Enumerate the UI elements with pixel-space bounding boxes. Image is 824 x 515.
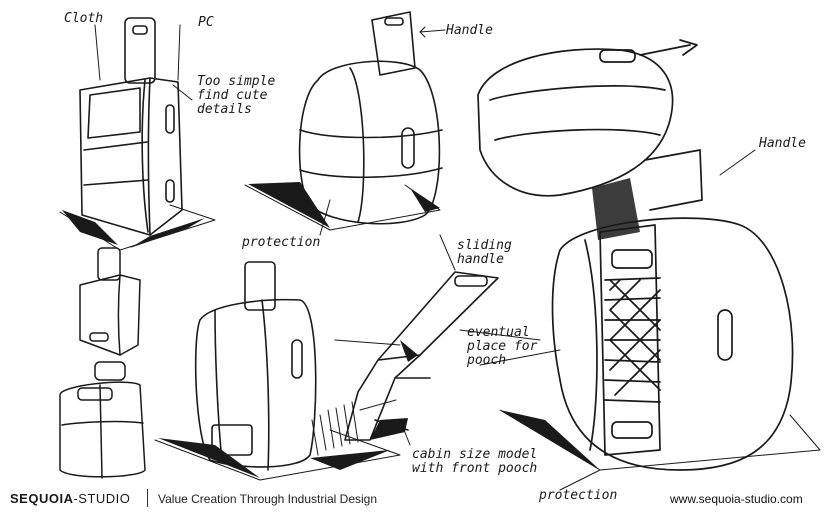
round-bag-open-sketch	[477, 39, 821, 471]
rounded-bag-sketch	[244, 11, 443, 231]
annotation-sliding-handle: sliding handle	[457, 238, 512, 267]
rounded-bag-shadow	[248, 182, 440, 228]
cabin-suitcase-sketch	[154, 261, 401, 481]
annotation-protection-bottom: protection	[539, 488, 618, 503]
small-trolley-sketch	[79, 247, 141, 356]
cabin-suitcase-shadow	[158, 438, 390, 478]
annotation-handle-top: Handle	[446, 23, 493, 38]
round-bag-strap	[500, 178, 640, 470]
annotation-eventual-place: eventual place for pooch	[467, 325, 538, 368]
annotation-cloth: Cloth	[64, 11, 104, 26]
annotation-too-simple: Too simple find cute details	[197, 74, 276, 117]
tagline: Value Creation Through Industrial Design	[158, 492, 378, 506]
annotation-protection-mid: protection	[242, 235, 321, 250]
brand-name-rest: -STUDIO	[73, 491, 131, 506]
suitcase-sketch-1	[59, 17, 216, 251]
brand-logo: SEQUOIA-STUDIO	[10, 491, 130, 506]
annotation-pc: PC	[198, 15, 214, 30]
brand-name-bold: SEQUOIA	[10, 491, 74, 506]
sliding-handle-shadow	[370, 340, 418, 440]
boxy-case-sketch	[59, 361, 146, 479]
cabin-hatching	[311, 399, 397, 456]
leader-lines	[94, 24, 756, 491]
suitcase-1-shadow	[62, 210, 205, 248]
annotation-cabin-size: cabin size model with front pooch	[412, 447, 538, 476]
website-link[interactable]: www.sequoia-studio.com	[670, 492, 803, 506]
annotation-handle-right: Handle	[759, 136, 806, 151]
footer-divider	[147, 489, 148, 507]
